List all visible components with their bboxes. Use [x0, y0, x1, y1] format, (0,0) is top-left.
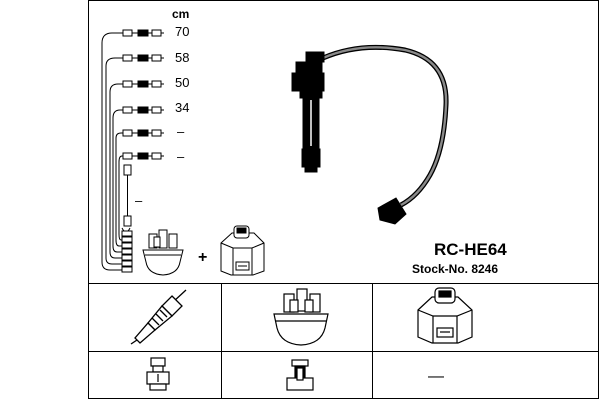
divider-vertical-2: [372, 283, 373, 399]
ignition-coil-large-icon: [417, 287, 473, 344]
coil-connector-icon: [286, 359, 314, 391]
distributor-cap-large-icon: [273, 288, 329, 346]
vertical-lead: [121, 164, 132, 233]
plus-sign: +: [198, 249, 208, 266]
lead-length-6: –: [177, 149, 185, 164]
divider-vertical-1: [221, 283, 222, 399]
lead-length-2: 58: [175, 50, 190, 65]
model-number: RC-HE64: [434, 240, 507, 259]
spark-plug-icon: [130, 289, 187, 345]
lead-length-7: –: [135, 193, 143, 208]
empty-cell-dash: —: [428, 368, 444, 385]
ignition-coil-icon: [220, 225, 265, 276]
terminal-unlisted-1: [122, 129, 164, 137]
lead-wire-bundle: [101, 32, 123, 271]
terminal-34: [122, 106, 164, 114]
lead-length-5: –: [177, 124, 185, 139]
end-connectors: [121, 230, 133, 273]
terminal-unlisted-2: [122, 152, 164, 160]
lead-terminals: [122, 29, 164, 160]
lead-length-1: 70: [175, 24, 190, 39]
divider-horizontal-2: [88, 351, 599, 352]
stock-number: Stock-No. 8246: [412, 262, 499, 276]
ignition-cable-icon: [291, 44, 449, 225]
divider-horizontal-1: [88, 283, 599, 284]
terminal-70: [122, 29, 164, 37]
lead-length-3: 50: [175, 75, 190, 90]
diagram-frame: [88, 0, 599, 399]
lead-length-4: 34: [175, 100, 190, 115]
plug-connector-icon: [146, 357, 170, 391]
terminal-58: [122, 54, 164, 62]
terminal-50: [122, 80, 164, 88]
unit-label: cm: [172, 7, 190, 21]
distributor-cap-icon: [142, 229, 184, 276]
